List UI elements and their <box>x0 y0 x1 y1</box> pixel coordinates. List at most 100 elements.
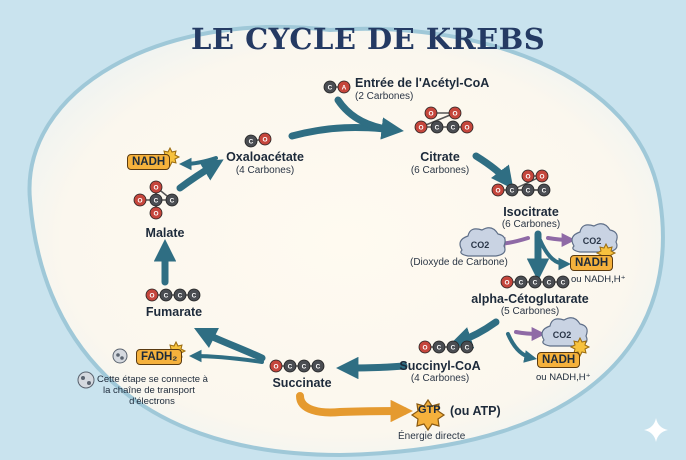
nadh-arrows <box>178 156 572 364</box>
atom-isocitrate-4 <box>537 183 551 197</box>
atom-letter-acetyl-1: A <box>342 85 347 92</box>
atom-letter-succinyl-3: C <box>465 345 470 352</box>
atom-letter-citrate-1: O <box>452 111 457 118</box>
arrow-acetyl-join <box>334 96 399 134</box>
atom-letter-malate-1: C <box>154 198 159 205</box>
atom-isocitrate-0 <box>521 169 535 183</box>
atom-alpha-1 <box>514 275 528 289</box>
atom-letter-alpha-1: C <box>519 280 524 287</box>
oxaloacetate-sub: (4 Carbones) <box>235 165 295 176</box>
atom-fumarate-3 <box>187 288 201 302</box>
co2-label-2: CO2 <box>583 236 602 246</box>
atom-letter-succinyl-1: C <box>437 345 442 352</box>
atom-letter-alpha-4: C <box>561 280 566 287</box>
atom-letter-isocitrate-2: C <box>510 188 515 195</box>
atom-fumarate-2 <box>173 288 187 302</box>
atom-letter-citrate-4: C <box>451 125 456 132</box>
atom-malate-2 <box>165 193 179 207</box>
nadh-alt-2: ou NADH,H⁺ <box>536 372 591 383</box>
gtp-star-icon <box>410 398 446 432</box>
entry-sub: (2 Carbones) <box>355 91 414 102</box>
citrate-sub: (6 Carbones) <box>410 165 470 176</box>
atom-malate-4 <box>149 206 163 220</box>
gtp-alt: (ou ATP) <box>450 404 501 418</box>
electron-transport-icon <box>77 348 128 389</box>
atom-succinate-1 <box>283 359 297 373</box>
malate-name: Malate <box>145 226 185 240</box>
atom-letter-malate-0: O <box>137 198 142 205</box>
atom-letter-malate-4: O <box>153 211 158 218</box>
fadh2-badge: FADH₂ <box>136 349 183 365</box>
atom-letter-succinate-0: O <box>273 364 278 371</box>
atom-fumarate-0 <box>145 288 159 302</box>
nadh-badge-2: NADH <box>570 255 614 271</box>
atom-succinate-3 <box>311 359 325 373</box>
co2-label-1: CO2 <box>471 240 490 250</box>
arrow-malate-oxalo <box>176 159 224 192</box>
atom-letter-citrate-5: O <box>464 125 469 132</box>
fadh2-note-line-3: d'électrons <box>129 396 175 407</box>
atom-letter-malate-3: O <box>153 185 158 192</box>
atom-acetyl-1 <box>337 80 351 94</box>
arrow-nadh-2 <box>506 332 538 363</box>
fumarate-name: Fumarate <box>145 305 203 319</box>
gtp-label: GTP <box>418 404 441 416</box>
arrow-nadh-3 <box>178 156 218 171</box>
co2-label-3: CO2 <box>553 330 572 340</box>
atom-citrate-4 <box>446 120 460 134</box>
arrow-gtp <box>296 392 413 423</box>
page-title: LE CYCLE DE KREBS <box>191 22 546 56</box>
atom-malate-0 <box>133 193 147 207</box>
atom-letter-citrate-3: C <box>435 125 440 132</box>
nadh-badge-1: NADH <box>127 154 171 170</box>
atom-alpha-3 <box>542 275 556 289</box>
atom-citrate-0 <box>424 106 438 120</box>
atom-succinyl-0 <box>418 340 432 354</box>
gtp-description: Énergie directe <box>398 431 466 442</box>
atom-letter-succinate-2: C <box>302 364 307 371</box>
atom-letter-succinate-3: C <box>316 364 321 371</box>
co2-cloud-3: CO2 <box>541 317 588 347</box>
isocitrate-sub: (6 Carbones) <box>501 219 561 230</box>
atom-letter-fumarate-1: C <box>164 293 169 300</box>
atom-letter-alpha-0: O <box>504 280 509 287</box>
atom-isocitrate-5 <box>491 183 505 197</box>
atom-succinyl-1 <box>432 340 446 354</box>
atom-letter-succinate-1: C <box>288 364 293 371</box>
succinyl-sub: (4 Carbones) <box>410 373 470 384</box>
atom-citrate-1 <box>448 106 462 120</box>
alpha-name: alpha-Cétoglutarate <box>471 292 589 306</box>
atom-alpha-4 <box>556 275 570 289</box>
atom-succinyl-3 <box>460 340 474 354</box>
atom-letter-fumarate-3: C <box>192 293 197 300</box>
atom-citrate-2 <box>414 120 428 134</box>
atom-letter-succinyl-2: C <box>451 345 456 352</box>
atom-fumarate-1 <box>159 288 173 302</box>
co2-cloud-1: CO2 <box>459 227 506 257</box>
atom-letter-alpha-2: C <box>533 280 538 287</box>
arrow-alpha-succinyl <box>449 318 500 349</box>
atom-letter-alpha-3: C <box>547 280 552 287</box>
atom-letter-acetyl-0: C <box>328 85 333 92</box>
atom-alpha-0 <box>500 275 514 289</box>
arrow-fadh2 <box>188 349 264 364</box>
atom-isocitrate-1 <box>535 169 549 183</box>
atom-oxalo-0 <box>244 134 258 148</box>
arrow-nadh-1 <box>538 238 572 271</box>
arrow-succinate-fumarate <box>193 327 266 362</box>
atom-oxalo-1 <box>258 132 272 146</box>
atom-citrate-5 <box>460 120 474 134</box>
atom-malate-1 <box>149 193 163 207</box>
atom-letter-succinyl-0: O <box>422 345 427 352</box>
arrow-succinyl-succinate <box>336 356 408 380</box>
arrow-co2-release-3 <box>514 326 546 341</box>
atom-malate-3 <box>149 180 163 194</box>
nadh-alt-1: ou NADH,H⁺ <box>571 274 626 285</box>
